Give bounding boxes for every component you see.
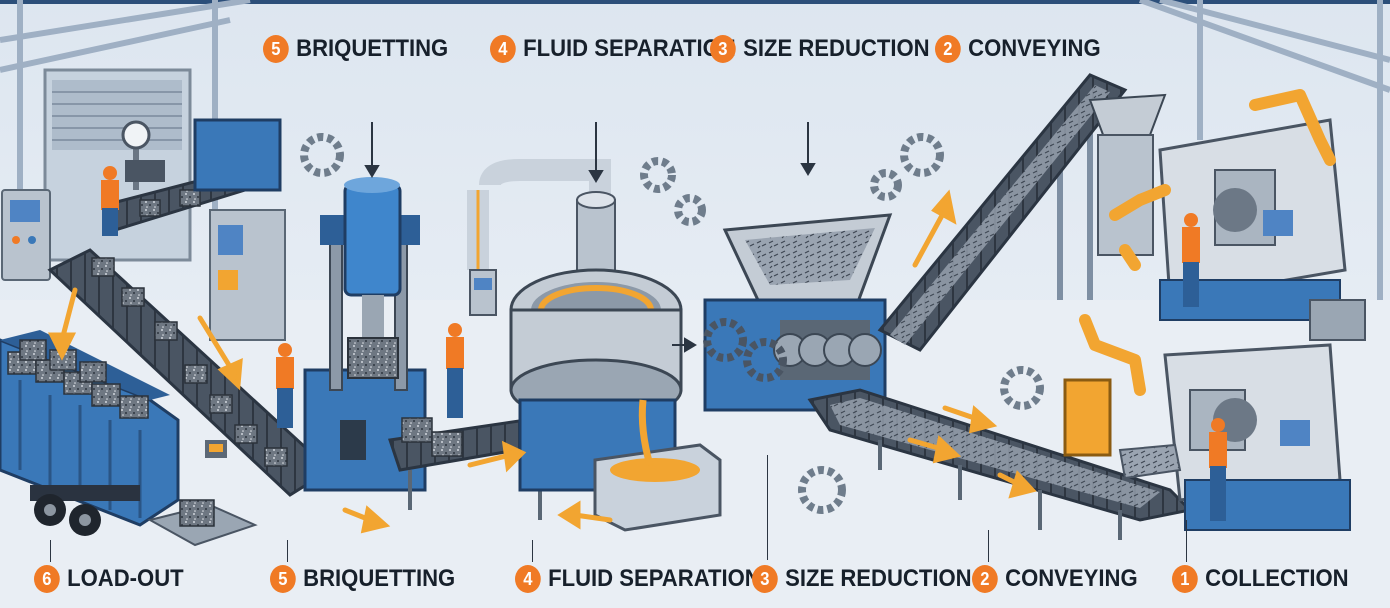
step-label-text: LOAD-OUT <box>67 565 184 592</box>
gear-icons <box>300 133 1044 514</box>
electrical-cabinet <box>209 209 286 341</box>
step-label-text: SIZE REDUCTION <box>785 565 972 592</box>
step-label-text: COLLECTION <box>1205 565 1349 592</box>
dump-truck <box>0 330 180 536</box>
step-label-text: CONVEYING <box>1005 565 1138 592</box>
bottom-label-size-reduction: 3 SIZE REDUCTION <box>752 565 972 593</box>
step-number-badge: 3 <box>710 35 736 63</box>
step-number-badge: 3 <box>752 565 778 593</box>
gauge-stand <box>121 120 165 190</box>
weighing-scale <box>147 440 258 547</box>
step-label-text: FLUID SEPARATION <box>523 35 736 62</box>
fluid-separator <box>467 159 683 492</box>
bottom-label-collection: 1 COLLECTION <box>1172 565 1349 593</box>
top-label-fluid-separation: 4 FLUID SEPARATION <box>490 35 736 63</box>
bottom-label-load-out: 6 LOAD-OUT <box>34 565 184 593</box>
tick-load-out <box>50 540 51 562</box>
robot-base <box>1063 378 1112 457</box>
step-number-badge: 2 <box>935 35 961 63</box>
robot-arms <box>1079 89 1336 396</box>
pointer-arrows <box>364 122 816 353</box>
workers <box>101 166 1227 521</box>
tick-conveying <box>988 530 989 562</box>
step-number-badge: 5 <box>270 565 296 593</box>
bottom-label-briquetting: 5 BRIQUETTING <box>270 565 455 593</box>
top-label-size-reduction: 3 SIZE REDUCTION <box>710 35 930 63</box>
step-number-badge: 4 <box>490 35 516 63</box>
collection-conveyor <box>807 388 1194 540</box>
step-number-badge: 4 <box>515 565 541 593</box>
flow-arrows <box>47 189 1037 534</box>
bottom-label-conveying: 2 CONVEYING <box>972 565 1138 593</box>
briquetting-press <box>193 118 427 492</box>
building-structure <box>0 0 1390 330</box>
step-label-text: FLUID SEPARATION <box>548 565 761 592</box>
cnc-machine-bottom <box>1118 343 1351 531</box>
top-label-conveying: 2 CONVEYING <box>935 35 1101 63</box>
tick-briquetting <box>287 540 288 562</box>
top-label-briquetting: 5 BRIQUETTING <box>263 35 448 63</box>
tick-collection <box>1186 520 1187 562</box>
tick-fluid-separation <box>532 540 533 562</box>
control-panel <box>1 189 51 281</box>
step-label-text: BRIQUETTING <box>296 35 449 62</box>
tick-size-reduction <box>767 455 768 560</box>
step-number-badge: 6 <box>34 565 60 593</box>
inclined-conveyor <box>877 73 1167 352</box>
size-reduction-shredder <box>703 213 893 412</box>
step-label-text: BRIQUETTING <box>303 565 456 592</box>
bottom-label-fluid-separation: 4 FLUID SEPARATION <box>515 565 761 593</box>
top-border <box>0 0 1390 4</box>
step-number-badge: 2 <box>972 565 998 593</box>
step-label-text: CONVEYING <box>968 35 1101 62</box>
step-label-text: SIZE REDUCTION <box>743 35 930 62</box>
fluid-bin <box>593 399 722 532</box>
garage-door <box>43 68 192 262</box>
step-number-badge: 1 <box>1172 565 1198 593</box>
step-number-badge: 5 <box>263 35 289 63</box>
